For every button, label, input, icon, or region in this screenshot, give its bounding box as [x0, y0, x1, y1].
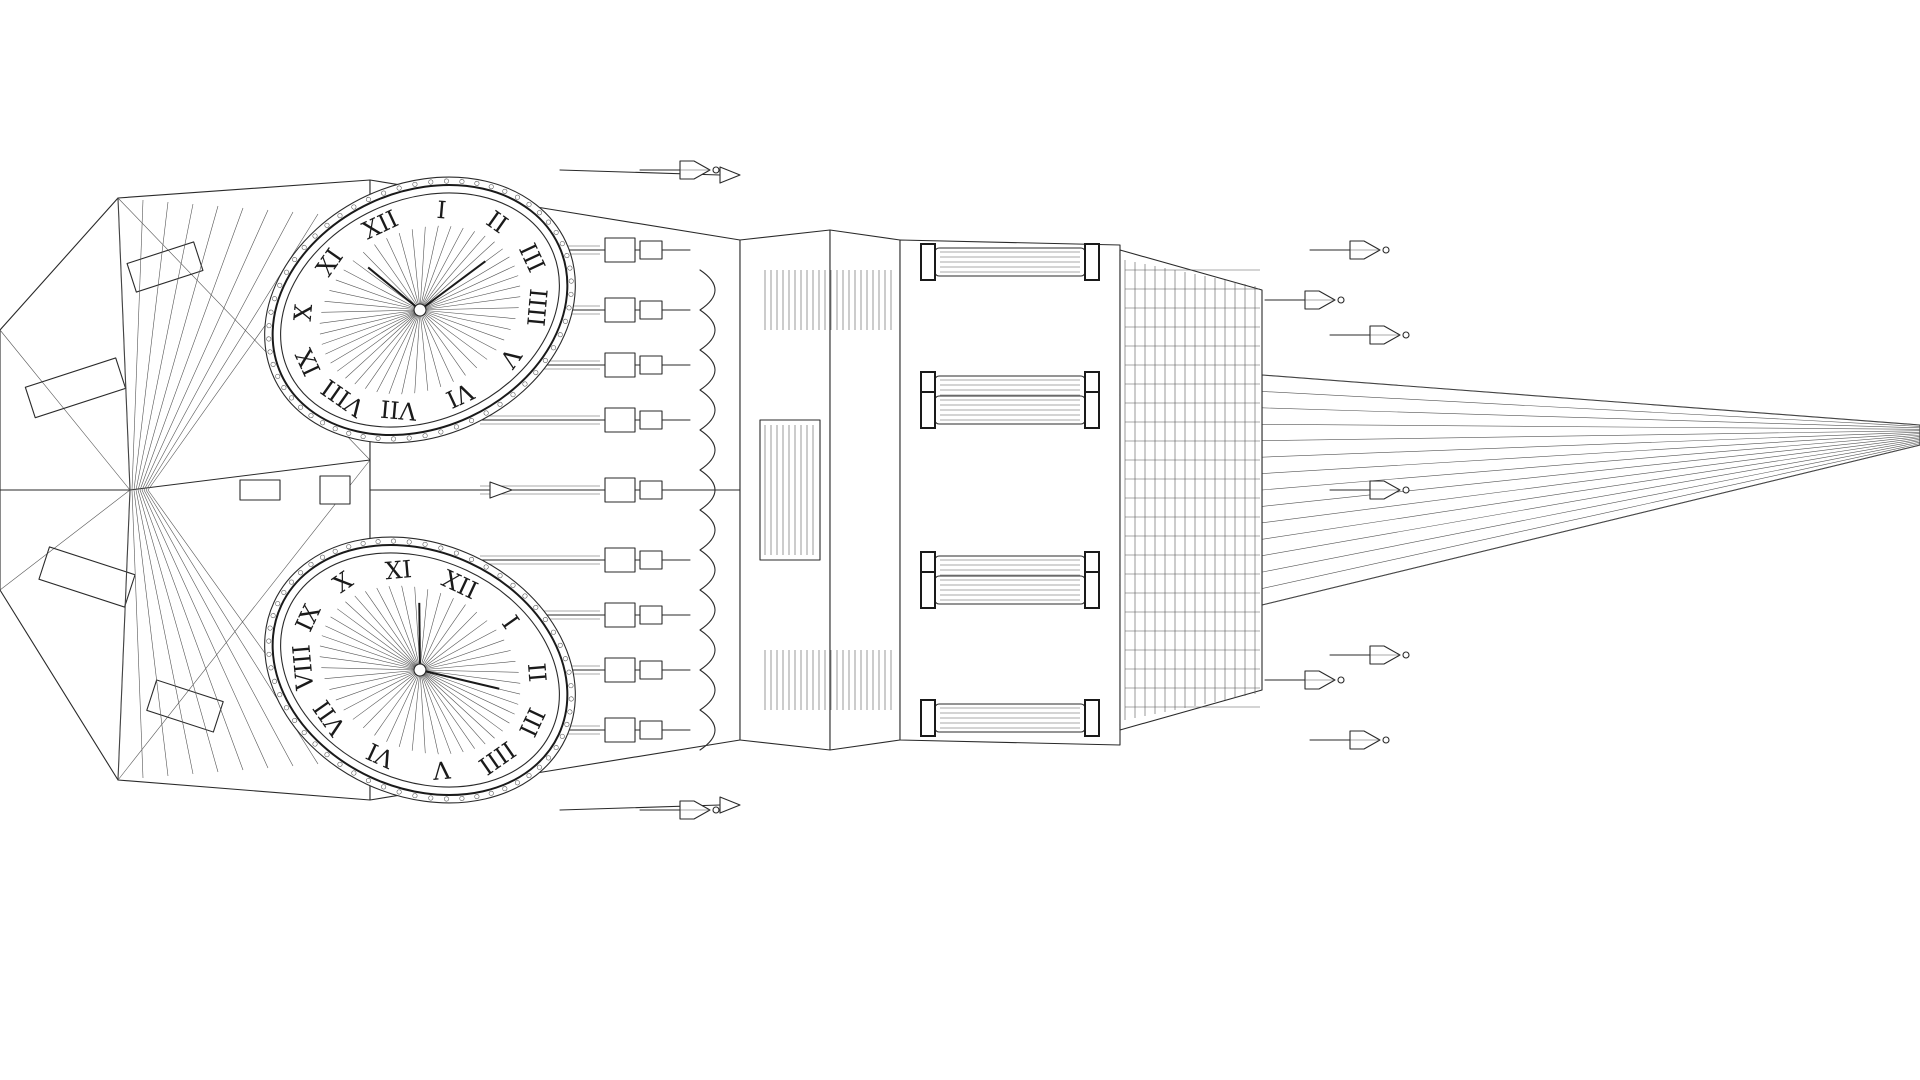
clock-numeral: V	[431, 755, 452, 785]
clock-numeral: VII	[379, 394, 419, 425]
spire	[1261, 374, 1920, 606]
clock-numeral: VIII	[287, 643, 319, 692]
clock-numeral: I	[436, 196, 448, 225]
clock-hand	[418, 602, 421, 671]
finials	[639, 160, 1410, 820]
clock-hand	[419, 669, 500, 690]
clock-hand	[367, 266, 421, 311]
lantern-gables	[899, 239, 1263, 746]
clock-hand	[419, 260, 486, 311]
clock-numeral: IIII	[521, 287, 552, 327]
clock-numeral: II	[522, 662, 552, 683]
clock-numeral: XI	[384, 555, 413, 585]
clock-numeral: X	[289, 303, 318, 322]
belfry	[739, 229, 901, 751]
